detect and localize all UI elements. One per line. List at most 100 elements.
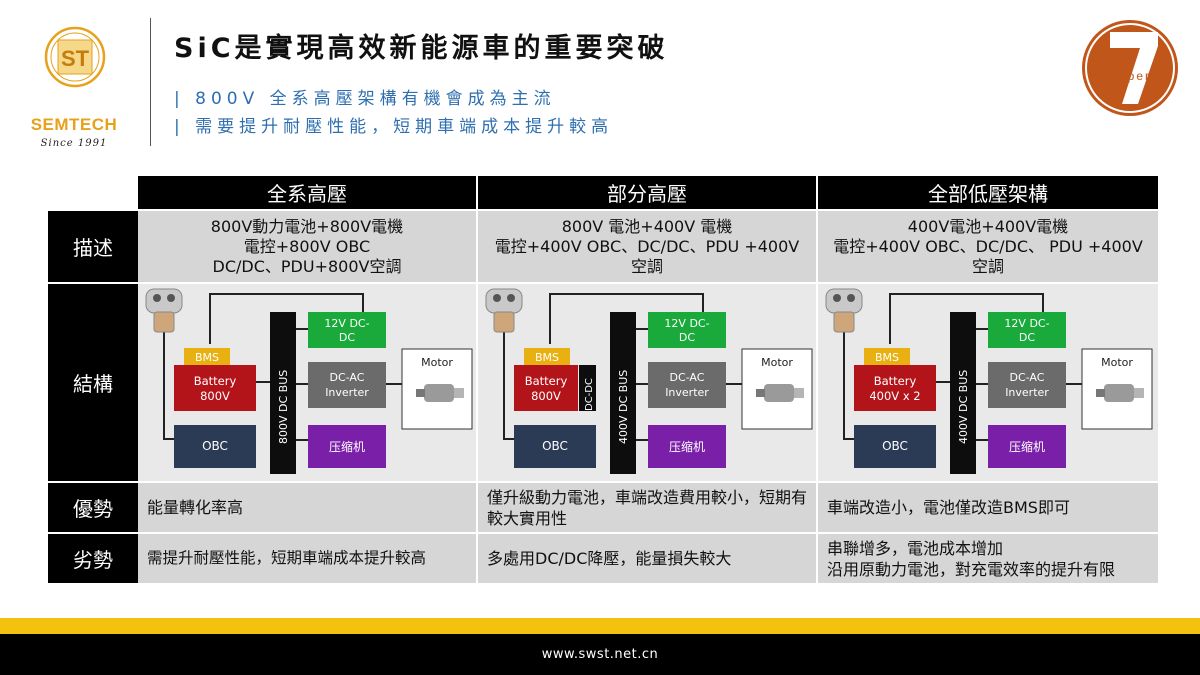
battery-label: Battery — [194, 374, 237, 388]
semtech-logo: ST SEMTECH Since 1991 — [18, 20, 130, 149]
battery-box — [854, 365, 936, 411]
inverter-label-2: Inverter — [665, 386, 709, 399]
compressor-box — [308, 425, 386, 468]
description-line: 800V動力電池+800V電機 — [210, 216, 404, 236]
dc-bus-bar — [270, 312, 296, 474]
dc-bus-label: 400V DC BUS — [617, 370, 630, 444]
disadvantage-cell-full-hv: 需提升耐壓性能，短期車端成本提升較高 — [138, 534, 476, 583]
obc-label: OBC — [202, 439, 228, 453]
battery-label: Battery — [525, 374, 568, 388]
subtitle-2: | 需要提升耐壓性能，短期車端成本提升較高 — [174, 117, 614, 137]
charging-plug-icon — [485, 288, 523, 333]
disadvantage-cell-partial-hv: 多處用DC/DC降壓，能量損失較大 — [478, 534, 816, 583]
disadvantage-line: 串聯增多，電池成本增加 — [827, 538, 1004, 558]
battery-label: Battery — [874, 374, 917, 388]
svg-text:ST: ST — [61, 46, 90, 71]
row-label-advantage: 優勢 — [48, 483, 138, 532]
structure-cell-partial-hv: BMS Battery 800V DC-DC OBC 400V DC BUS 1… — [478, 284, 816, 481]
motor-icon — [416, 384, 464, 402]
advantage-cell-all-lv: 車端改造小，電池僅改造BMS即可 — [818, 483, 1158, 532]
dcdc-label-2: DC — [1019, 331, 1035, 344]
disadvantage-cell-all-lv: 串聯增多，電池成本增加 沿用原動力電池，對充電效率的提升有限 — [818, 534, 1158, 583]
dcdc-box — [988, 312, 1066, 348]
bms-label: BMS — [195, 351, 219, 364]
description-line: 電控+400V OBC、DC/DC、 PDU +400V — [833, 236, 1143, 256]
super7-badge-icon: Super — [1082, 20, 1178, 116]
header-divider — [150, 18, 151, 146]
motor-label: Motor — [761, 356, 793, 369]
dcdc-label: 12V DC- — [664, 317, 709, 330]
semtech-emblem-icon: ST — [44, 26, 106, 88]
battery-voltage-label: 800V — [200, 389, 230, 403]
obc-box — [854, 425, 936, 468]
battery-box — [514, 365, 578, 411]
description-line: 空調 — [630, 256, 663, 276]
row-label-structure: 結構 — [48, 284, 138, 481]
column-header-partial-hv: 部分高壓 — [478, 176, 816, 209]
inverter-box — [648, 362, 726, 408]
battery-box — [174, 365, 256, 411]
inverter-label-2: Inverter — [1005, 386, 1049, 399]
footer-bar: www.swst.net.cn — [0, 634, 1200, 675]
dcdc-label-2: DC — [339, 331, 355, 344]
description-line: 空調 — [971, 256, 1004, 276]
motor-icon — [1096, 384, 1144, 402]
dc-bus-label: 400V DC BUS — [957, 370, 970, 444]
description-line: 400V電池+400V電機 — [907, 216, 1069, 236]
advantage-cell-partial-hv: 僅升級動力電池，車端改造費用較小，短期有較大實用性 — [478, 483, 816, 532]
bms-label: BMS — [875, 351, 899, 364]
compressor-label: 压缩机 — [329, 439, 365, 454]
battery-voltage-label: 400V x 2 — [869, 389, 920, 403]
logo-name: SEMTECH — [30, 115, 118, 134]
disadvantage-line: 沿用原動力電池，對充電效率的提升有限 — [827, 559, 1116, 579]
compressor-box — [648, 425, 726, 468]
footer-accent-bar — [0, 618, 1200, 634]
description-cell-partial-hv: 800V 電池+400V 電機 電控+400V OBC、DC/DC、PDU +4… — [478, 211, 816, 282]
description-line: 電控+800V OBC — [243, 236, 371, 256]
advantage-cell-full-hv: 能量轉化率高 — [138, 483, 476, 532]
inverter-label-2: Inverter — [325, 386, 369, 399]
dcdc-box — [308, 312, 386, 348]
structure-cell-all-lv: BMS Battery 400V x 2 OBC 400V DC BUS 12V… — [818, 284, 1158, 481]
charging-plug-icon — [145, 288, 183, 333]
svg-text:Super: Super — [1109, 69, 1151, 83]
inverter-label: DC-AC — [330, 371, 365, 384]
inverter-box — [988, 362, 1066, 408]
bms-box — [184, 348, 230, 365]
dc-bus-label: 800V DC BUS — [277, 370, 290, 444]
obc-box — [514, 425, 596, 468]
row-label-disadvantage: 劣勢 — [48, 534, 138, 583]
compressor-label: 压缩机 — [1009, 439, 1045, 454]
architecture-diagram: BMS Battery 800V DC-DC OBC 400V DC BUS 1… — [485, 288, 813, 474]
description-cell-full-hv: 800V動力電池+800V電機 電控+800V OBC DC/DC、PDU+80… — [138, 211, 476, 282]
dcdc-box — [648, 312, 726, 348]
structure-cell-full-hv: BMS Battery 800V OBC 800V DC BUS 12V DC-… — [138, 284, 476, 481]
column-header-full-hv: 全系高壓 — [138, 176, 476, 209]
dc-bus-bar — [950, 312, 976, 474]
architecture-diagram: BMS Battery 400V x 2 OBC 400V DC BUS 12V… — [825, 288, 1153, 474]
compressor-label: 压缩机 — [669, 439, 705, 454]
architecture-diagram: BMS Battery 800V OBC 800V DC BUS 12V DC-… — [145, 288, 473, 474]
column-header-all-lv: 全部低壓架構 — [818, 176, 1158, 209]
obc-label: OBC — [542, 439, 568, 453]
charging-plug-icon — [825, 288, 863, 333]
footer-url[interactable]: www.swst.net.cn — [541, 647, 659, 662]
dcdc-label: 12V DC- — [1004, 317, 1049, 330]
bms-box — [864, 348, 910, 365]
inverter-label: DC-AC — [1010, 371, 1045, 384]
row-label-description: 描述 — [48, 211, 138, 282]
battery-voltage-label: 800V — [531, 389, 561, 403]
inverter-label: DC-AC — [670, 371, 705, 384]
obc-box — [174, 425, 256, 468]
motor-label: Motor — [1101, 356, 1133, 369]
motor-label: Motor — [421, 356, 453, 369]
subtitle-1: | 800V 全系高壓架構有機會成為主流 — [174, 89, 556, 109]
extra-dcdc-label: DC-DC — [584, 378, 595, 411]
description-cell-all-lv: 400V電池+400V電機 電控+400V OBC、DC/DC、 PDU +40… — [818, 211, 1158, 282]
bms-label: BMS — [535, 351, 559, 364]
page-title: SiC是實現高效新能源車的重要突破 — [174, 33, 669, 64]
compressor-box — [988, 425, 1066, 468]
dc-bus-bar — [610, 312, 636, 474]
logo-since: Since 1991 — [40, 138, 108, 149]
description-line: 800V 電池+400V 電機 — [561, 216, 733, 236]
